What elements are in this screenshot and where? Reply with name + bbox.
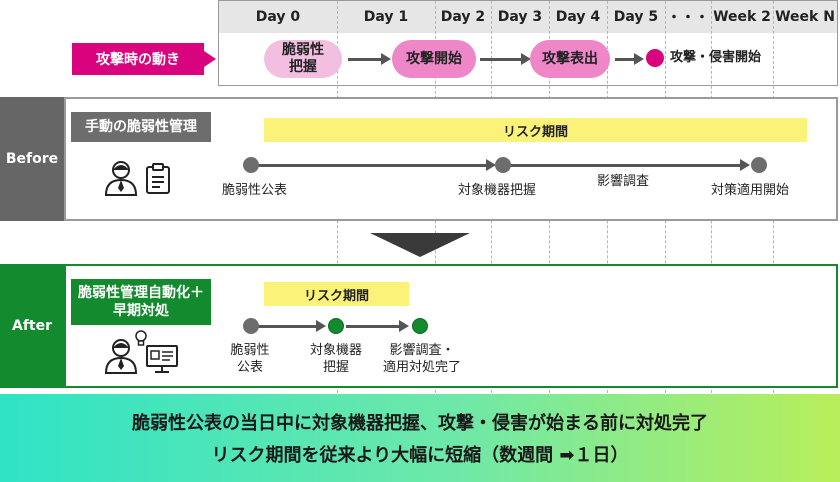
before-badge: 手動の脆弱性管理	[71, 112, 211, 142]
before-node-countermeasure	[751, 157, 767, 173]
after-badge-line: 早期対処	[113, 303, 169, 319]
after-node-disclosure	[243, 318, 259, 334]
day-header: ・・・	[667, 10, 709, 26]
after-node-label-line: 把握	[322, 360, 349, 375]
arrow-head	[521, 53, 531, 65]
after-node-label: 影響調査・ 適用対処完了	[372, 342, 472, 376]
arrow-line	[348, 58, 382, 61]
arrow-line	[508, 164, 744, 167]
summary-line: 脆弱性公表の当日中に対象機器把握、攻撃・侵害が始まる前に対処完了	[132, 413, 708, 434]
attack-step-grasp: 脆弱性 把握	[264, 40, 342, 78]
before-node-asset-grasp	[495, 157, 511, 173]
before-node-label: 対策適用開始	[711, 183, 790, 198]
after-node-label-line: 公表	[236, 360, 263, 375]
day-header: Week 2	[713, 9, 771, 25]
before-node-label: 脆弱性公表	[222, 183, 288, 198]
arrow-line	[615, 58, 635, 61]
arrow-head	[634, 53, 644, 65]
before-node-disclosure	[243, 157, 259, 173]
after-side-label: After	[0, 264, 64, 388]
after-node-label-line: 対象機器	[309, 343, 362, 358]
day-header: Day 1	[363, 9, 409, 25]
attack-final-label: 攻撃・侵害開始	[670, 50, 762, 65]
arrow-head	[399, 320, 409, 332]
down-arrow-icon	[370, 233, 470, 257]
before-panel	[64, 97, 838, 221]
summary-banner: 脆弱性公表の当日中に対象機器把握、攻撃・侵害が始まる前に対処完了 リスク期間を従…	[0, 394, 840, 482]
attack-step-line: 脆弱性	[282, 42, 324, 58]
attack-step-line: 把握	[289, 59, 317, 75]
after-node-label: 脆弱性 公表	[222, 342, 278, 376]
arrow-head	[486, 159, 496, 171]
attack-label-pointer	[204, 51, 216, 67]
after-node-completion	[412, 318, 428, 334]
after-risk-period-bar: リスク期間	[264, 282, 409, 306]
day-header: Day 2	[440, 9, 486, 25]
after-node-asset-grasp	[328, 318, 344, 334]
monitor-icon	[146, 345, 178, 373]
after-node-label-line: 適用対処完了	[382, 360, 461, 375]
person-icon	[104, 339, 138, 374]
before-node-label: 対象機器把握	[458, 183, 537, 198]
day-header: Day 5	[613, 9, 659, 25]
after-node-label-line: 影響調査・	[389, 343, 455, 358]
person-icon	[104, 161, 138, 196]
arrow-head	[381, 53, 391, 65]
after-badge: 脆弱性管理自動化＋ 早期対処	[71, 279, 211, 325]
day-header: Week N	[775, 9, 835, 25]
after-node-label: 対象機器 把握	[300, 342, 372, 376]
arrow-line	[480, 58, 522, 61]
day-header: Day 4	[555, 9, 601, 25]
day-header: Day 3	[497, 9, 543, 25]
attack-step-surface: 攻撃表出	[530, 40, 610, 78]
arrow-line	[258, 164, 490, 167]
lightbulb-icon	[135, 330, 147, 346]
timeline-header	[219, 1, 837, 33]
before-impact-label: 影響調査	[597, 174, 650, 189]
attack-label: 攻撃時の動き	[72, 43, 204, 75]
arrow-head	[740, 159, 750, 171]
arrow-head	[316, 320, 326, 332]
after-node-label-line: 脆弱性	[230, 343, 270, 358]
summary-line: リスク期間を従来より大幅に短縮（数週間 ➡１日）	[211, 445, 629, 466]
before-risk-period-bar: リスク期間	[264, 118, 807, 142]
day-header: Day 0	[255, 9, 301, 25]
attack-final-dot	[646, 49, 664, 67]
clipboard-icon	[146, 163, 170, 194]
after-badge-line: 脆弱性管理自動化＋	[78, 285, 204, 301]
arrow-line	[346, 325, 400, 328]
arrow-line	[258, 325, 318, 328]
before-side-label: Before	[0, 97, 64, 221]
attack-step-start: 攻撃開始	[392, 40, 476, 78]
